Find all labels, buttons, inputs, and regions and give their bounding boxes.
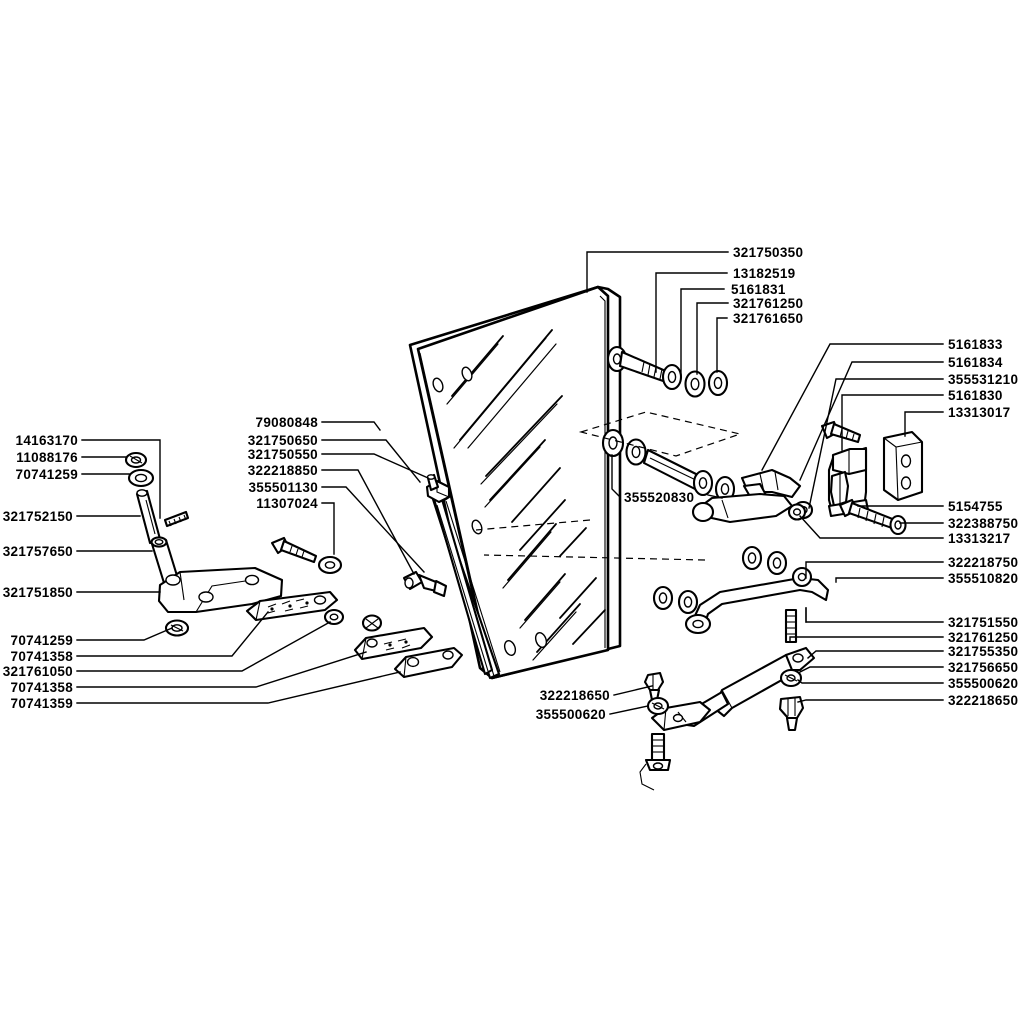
label-321750350: 321750350 xyxy=(733,245,803,260)
label-355500620-bottom: 355500620 xyxy=(536,707,606,722)
label-321750550: 321750550 xyxy=(248,447,318,462)
ball-stud-left xyxy=(643,671,665,702)
label-322218750: 322218750 xyxy=(948,555,1018,570)
label-321761250-lower: 321761250 xyxy=(948,630,1018,645)
label-70741358-a: 70741358 xyxy=(11,649,74,664)
label-79080848: 79080848 xyxy=(256,415,319,430)
label-14163170: 14163170 xyxy=(16,433,78,448)
washer-strut-right xyxy=(779,668,803,688)
gas-strut-damper xyxy=(639,646,816,791)
hook-bolt-lower xyxy=(639,732,672,791)
rubber-seal-strip-upper xyxy=(245,590,339,622)
label-70741358-b: 70741358 xyxy=(11,680,74,695)
label-321756650: 321756650 xyxy=(948,660,1018,675)
small-threaded-screw xyxy=(163,510,190,528)
top-bolt-washer-stack xyxy=(606,345,729,398)
hinge-arm-bracket xyxy=(157,566,284,614)
screw-strip-lower xyxy=(361,614,383,632)
link-rod-and-bushes xyxy=(601,428,736,503)
striker-nut xyxy=(787,503,807,521)
label-5161833: 5161833 xyxy=(948,337,1003,352)
label-322218850: 322218850 xyxy=(248,463,318,478)
washer-upper xyxy=(127,468,155,488)
label-322218650-right: 322218650 xyxy=(948,693,1018,708)
label-13313017: 13313017 xyxy=(948,405,1010,420)
label-11088176: 11088176 xyxy=(16,450,78,465)
lower-tube-handle xyxy=(652,545,830,644)
label-321752150: 321752150 xyxy=(3,509,73,524)
label-321750650: 321750650 xyxy=(248,433,318,448)
label-5161831: 5161831 xyxy=(731,282,786,297)
label-321757650: 321757650 xyxy=(3,544,73,559)
glass-reflection-hatching xyxy=(446,329,606,661)
glass-mounting-holes xyxy=(432,366,548,656)
label-321761050: 321761050 xyxy=(3,664,73,679)
glass-run-channel-seal xyxy=(425,479,501,680)
washer-mid-left xyxy=(317,555,343,575)
striker-bolt-lower xyxy=(838,498,907,536)
label-321761250-top: 321761250 xyxy=(733,296,803,311)
label-5154755: 5154755 xyxy=(948,499,1003,514)
label-322218650-bottom: 322218650 xyxy=(540,688,610,703)
label-11307024: 11307024 xyxy=(256,496,318,511)
circlip-ring xyxy=(124,451,148,469)
label-5161834: 5161834 xyxy=(948,355,1003,370)
label-13313217: 13313217 xyxy=(948,531,1010,546)
washer-lower xyxy=(164,619,190,637)
leader-lines xyxy=(76,251,944,715)
label-70741359: 70741359 xyxy=(11,696,73,711)
label-70741259-upper: 70741259 xyxy=(16,467,78,482)
flat-metal-bracket xyxy=(393,646,464,679)
label-355501130: 355501130 xyxy=(248,480,318,495)
label-70741259-lower: 70741259 xyxy=(11,633,73,648)
label-321751550: 321751550 xyxy=(948,615,1018,630)
washer-strip-mid xyxy=(323,608,345,626)
rubber-seal-strip-lower xyxy=(353,626,434,661)
label-13182519: 13182519 xyxy=(733,266,795,281)
striker-bolt-upper xyxy=(820,420,862,444)
left-hinge-assembly xyxy=(124,451,284,637)
label-5161830: 5161830 xyxy=(948,388,1003,403)
label-355520830: 355520830 xyxy=(624,490,694,505)
washer-strut-left xyxy=(646,696,670,716)
label-355531210: 355531210 xyxy=(948,372,1018,387)
label-355500620-right: 355500620 xyxy=(948,676,1018,691)
bolt-group-lower-left xyxy=(402,570,448,598)
label-321761650: 321761650 xyxy=(733,311,803,326)
hex-head-bolt-left xyxy=(270,536,318,564)
ball-stud-right xyxy=(778,695,805,732)
label-322388750: 322388750 xyxy=(948,516,1018,531)
glass-channel-pin xyxy=(426,473,440,492)
label-355510820: 355510820 xyxy=(948,571,1018,586)
label-text-group: 321750350 13182519 5161831 321761250 321… xyxy=(3,245,1018,722)
label-321755350: 321755350 xyxy=(948,644,1018,659)
label-321751850: 321751850 xyxy=(3,585,73,600)
